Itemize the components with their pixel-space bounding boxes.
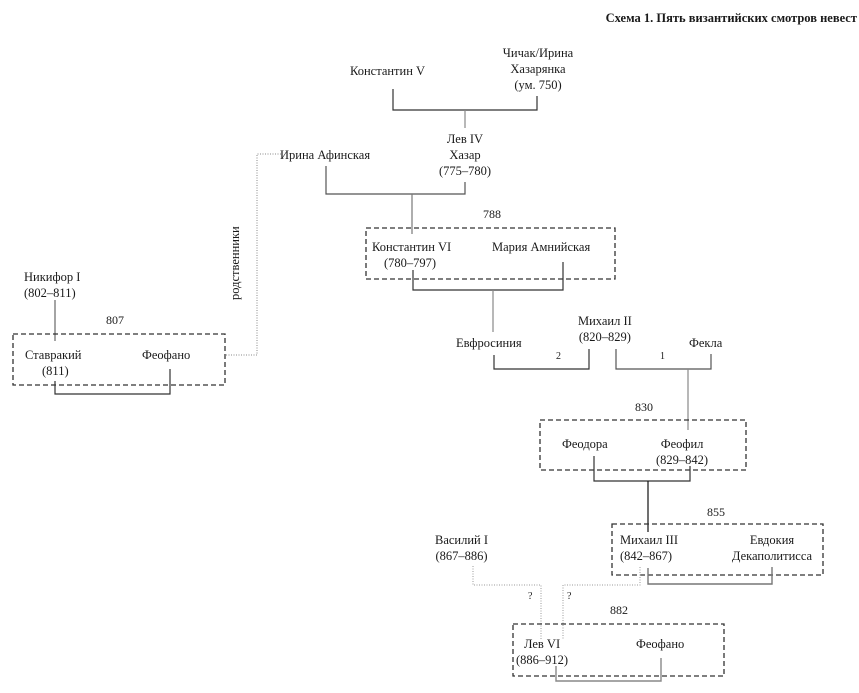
person-irina: Ирина Афинская — [280, 148, 371, 162]
relatives-label: родственники — [228, 226, 242, 300]
person-nikifor: Никифор I (802–811) — [24, 270, 81, 300]
person-mikhail2: Михаил II (820–829) — [578, 314, 632, 344]
bride-show-year-788: 788 — [483, 207, 501, 221]
person-lev4: Лев IV Хазар (775–780) — [438, 132, 492, 178]
person-mikhail3: Михаил III (842–867) — [620, 533, 678, 563]
person-fekla: Фекла — [689, 336, 723, 350]
person-feofano-807: Феофано — [142, 348, 191, 362]
person-konstantin6: Константин VI (780–797) — [372, 240, 452, 270]
person-stavraky: Ставракий (811) — [25, 348, 82, 378]
marriage-order-first: 1 — [660, 351, 665, 362]
diagram-title: Схема 1. Пять византийских смотров невес… — [605, 11, 857, 25]
marriage-line-konstantin6-maria — [412, 262, 564, 332]
uncertain-mark-2: ? — [567, 591, 572, 602]
marriage-line-stavraky-feofano — [54, 369, 171, 395]
marriage-line-irina-lev4 — [325, 166, 466, 234]
bride-show-year-830: 830 — [635, 400, 653, 414]
bride-show-box-855 — [611, 523, 824, 576]
person-vasily: Василий I (867–886) — [435, 533, 489, 563]
marriage-line-lev6-feofano — [555, 658, 662, 682]
person-feofil: Феофил (829–842) — [656, 437, 709, 467]
person-evfrosinia: Евфросиния — [456, 336, 522, 350]
uncertain-line-vasily — [472, 566, 542, 640]
bride-show-year-855: 855 — [707, 505, 725, 519]
person-evdokia: Евдокия Декаполитисса — [731, 533, 813, 563]
bride-show-box-882 — [512, 623, 725, 677]
bride-show-box-807 — [12, 333, 226, 386]
marriage-line-mikhail3-evdokia — [647, 567, 773, 585]
bride-show-year-882: 882 — [610, 603, 628, 617]
person-chichak: Чичак/Ирина Хазарянка (ум. 750) — [502, 46, 574, 92]
person-feofano-882: Феофано — [636, 637, 685, 651]
bride-show-year-807: 807 — [106, 313, 124, 327]
person-konstantin5: Константин V — [350, 64, 426, 78]
bride-show-box-788 — [365, 227, 616, 280]
uncertain-line-mikhail3 — [562, 567, 641, 640]
person-lev6: Лев VI (886–912) — [516, 637, 569, 667]
uncertain-mark-1: ? — [528, 591, 533, 602]
marriage-line-evfrosinia-mikhail2 — [493, 349, 590, 370]
marriage-order-second: 2 — [556, 351, 561, 362]
person-feodora: Феодора — [562, 437, 608, 451]
person-maria: Мария Амнийская — [492, 240, 591, 254]
marriage-line-konstantin5-chichak — [392, 89, 538, 128]
marriage-line-mikhail2-fekla — [615, 349, 712, 370]
relatives-dotted-line — [226, 153, 281, 356]
